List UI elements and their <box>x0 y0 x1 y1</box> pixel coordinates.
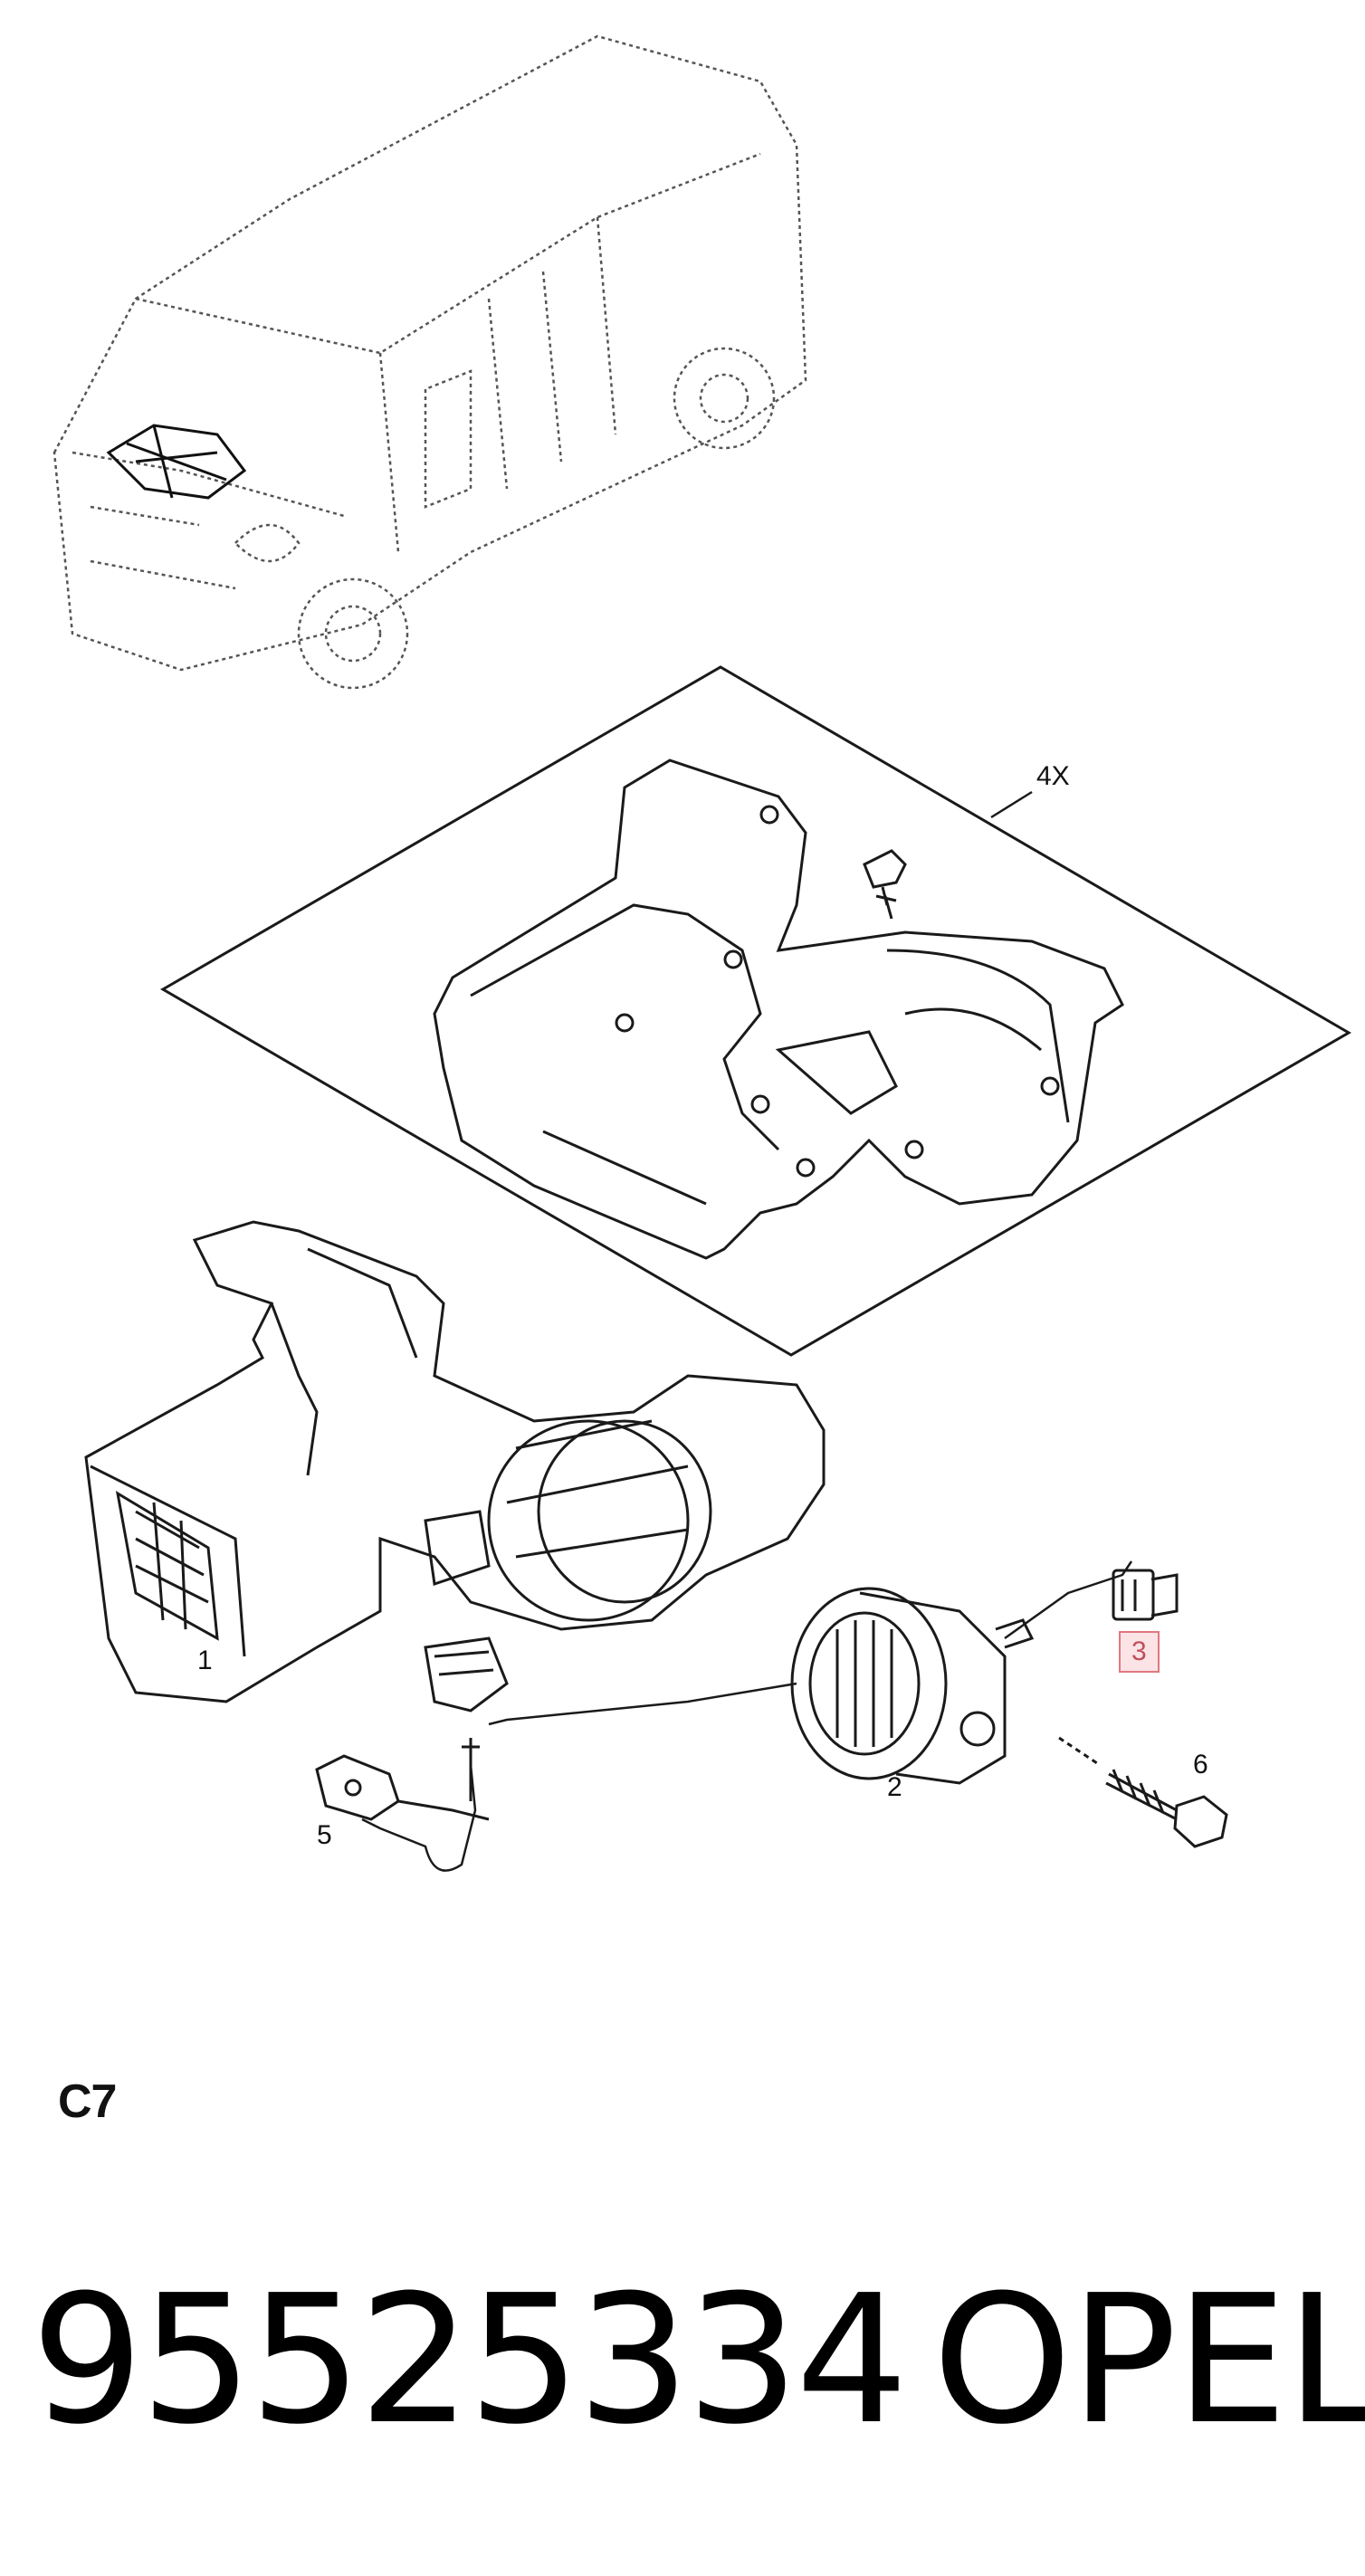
actuator <box>315 1738 490 1821</box>
air-distribution-box <box>84 1220 826 1703</box>
section-code: C7 <box>58 2075 117 2128</box>
bolt <box>1058 1736 1228 1848</box>
wiring-harness <box>361 1560 1133 1872</box>
part-number: 95525334 <box>31 2257 909 2464</box>
callout-leader-4x <box>990 790 1033 819</box>
housing-cover <box>433 758 1124 1260</box>
blower-motor <box>790 1587 1035 1785</box>
parts-diagram <box>52 34 1351 1872</box>
heater-location-marker <box>106 424 247 500</box>
callout-6: 6 <box>1193 1750 1208 1779</box>
callout-3-highlighted[interactable]: 3 <box>1119 1631 1160 1673</box>
connector <box>1112 1569 1179 1621</box>
van-illustration <box>52 34 807 690</box>
callout-1: 1 <box>197 1646 213 1675</box>
callout-2: 2 <box>887 1772 902 1802</box>
brand-name: OPEL <box>932 2257 1365 2464</box>
blower-resistor <box>424 1636 509 1713</box>
callout-5: 5 <box>317 1820 332 1850</box>
callout-4x: 4X <box>1036 761 1070 791</box>
housing-screw <box>863 849 907 920</box>
housing-frame <box>160 665 1351 1357</box>
